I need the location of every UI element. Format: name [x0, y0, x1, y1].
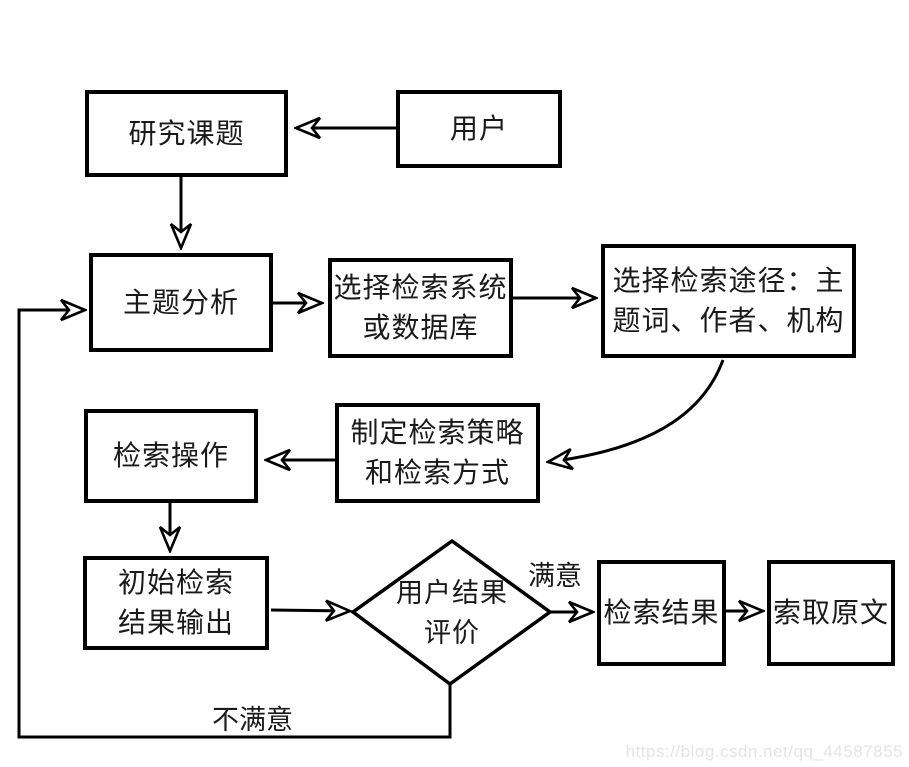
edge-path-to-strategy [548, 359, 725, 462]
node-research-topic-label: 研究课题 [128, 117, 245, 149]
edge-label-unsatisfied: 不满意 [212, 705, 293, 735]
node-choose-path-line2: 题词、作者、机构 [612, 305, 845, 336]
node-initial-output: 初始检索 结果输出 [83, 556, 269, 650]
edge-feedback-loop [17, 310, 452, 739]
node-search-result-label: 检索结果 [603, 597, 720, 628]
node-user-evaluation-line1: 用户结果 [396, 578, 508, 608]
node-user-evaluation: 用户结果 评价 [369, 572, 535, 654]
node-initial-output-line2: 结果输出 [117, 607, 234, 638]
decision-diamond-shape [350, 538, 553, 687]
node-user-evaluation-line2: 评价 [424, 618, 480, 648]
node-topic-analysis-label: 主题分析 [122, 286, 239, 318]
node-search-operation-label: 检索操作 [112, 440, 229, 471]
edge-initial-to-evaluation [270, 610, 350, 611]
node-make-strategy-line1: 制定检索策略 [350, 417, 525, 448]
node-search-result: 检索结果 [597, 560, 726, 666]
node-make-strategy-line2: 和检索方式 [364, 457, 510, 488]
node-obtain-original-label: 索取原文 [772, 597, 889, 628]
node-make-strategy: 制定检索策略 和检索方式 [335, 403, 540, 503]
node-research-topic: 研究课题 [85, 90, 288, 177]
edge-label-satisfied: 满意 [528, 561, 582, 591]
node-obtain-original: 索取原文 [767, 560, 895, 666]
node-user-label: 用户 [449, 113, 508, 144]
node-choose-system-line2: 或数据库 [362, 312, 479, 343]
csdn-watermark: https://blog.csdn.net/qq_44587855 [625, 742, 903, 761]
node-user: 用户 [396, 90, 562, 168]
node-topic-analysis: 主题分析 [89, 253, 273, 352]
node-search-operation: 检索操作 [84, 409, 258, 503]
node-choose-path-line1: 选择检索途径：主 [612, 265, 845, 296]
node-initial-output-line1: 初始检索 [117, 567, 234, 598]
node-choose-system: 选择检索系统 或数据库 [328, 258, 513, 358]
node-choose-system-line1: 选择检索系统 [333, 272, 508, 303]
node-choose-path: 选择检索途径：主 题词、作者、机构 [601, 244, 856, 358]
